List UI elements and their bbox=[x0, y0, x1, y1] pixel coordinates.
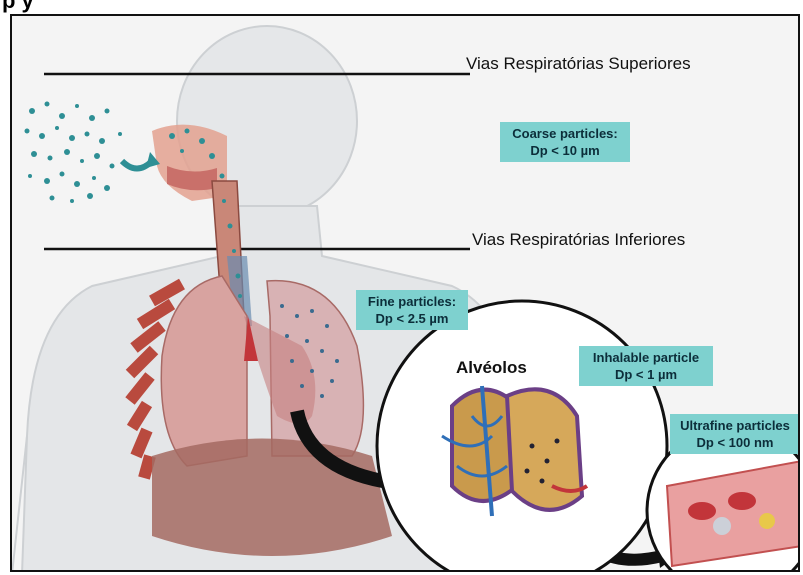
ultrafine-particles-label: Ultrafine particles Dp < 100 nm bbox=[670, 414, 800, 454]
alveoli-title: Alvéolos bbox=[456, 358, 527, 378]
coarse-particles-size: Dp < 10 µm bbox=[508, 142, 622, 159]
cropped-header-text: p y bbox=[2, 0, 34, 14]
inhalable-particle-label: Inhalable particle Dp < 1 µm bbox=[579, 346, 713, 386]
ultrafine-particles-title: Ultrafine particles bbox=[678, 417, 792, 434]
fine-particles-title: Fine particles: bbox=[364, 293, 460, 310]
coarse-particles-label: Coarse particles: Dp < 10 µm bbox=[500, 122, 630, 162]
lower-airway-label: Vias Respiratórias Inferiores bbox=[472, 230, 685, 250]
diaphragm bbox=[152, 439, 392, 557]
fine-particles-label: Fine particles: Dp < 2.5 µm bbox=[356, 290, 468, 330]
fine-particles-size: Dp < 2.5 µm bbox=[364, 310, 460, 327]
figure-frame: Vias Respiratórias Superiores Vias Respi… bbox=[10, 14, 800, 572]
coarse-particles-title: Coarse particles: bbox=[508, 125, 622, 142]
ultrafine-particles-size: Dp < 100 nm bbox=[678, 434, 792, 451]
inhalable-particle-title: Inhalable particle bbox=[587, 349, 705, 366]
top-strip: p y bbox=[0, 0, 803, 14]
upper-airway-label: Vias Respiratórias Superiores bbox=[466, 54, 691, 74]
inhalable-particle-size: Dp < 1 µm bbox=[587, 366, 705, 383]
particle-cloud bbox=[25, 102, 123, 204]
